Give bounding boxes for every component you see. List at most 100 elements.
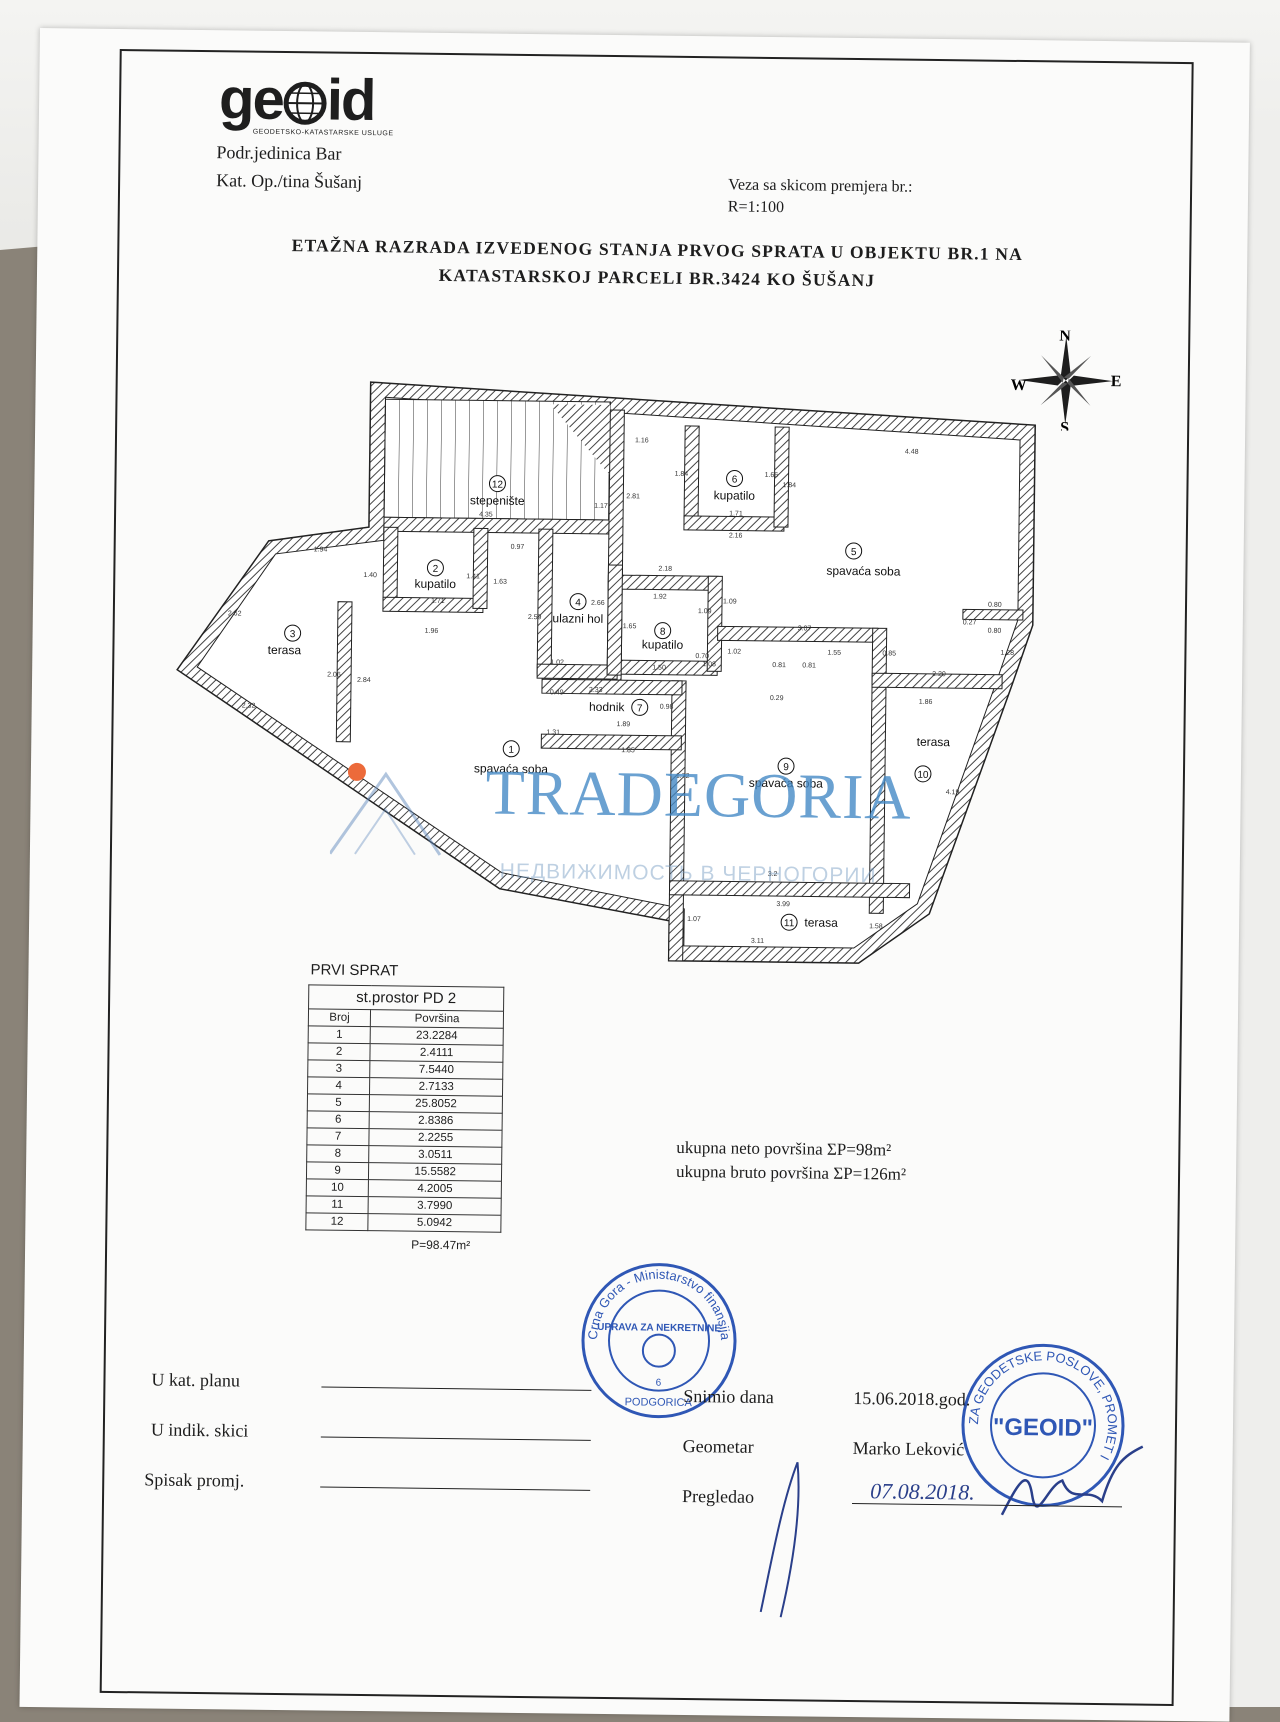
- room-7: 7 hodnik: [589, 699, 648, 716]
- bruto-area: ukupna bruto površina ΣP=126m²: [676, 1160, 906, 1187]
- row-number: 10: [306, 1179, 368, 1197]
- dim: 0.29: [770, 695, 784, 702]
- svg-text:10: 10: [917, 770, 929, 781]
- row-number: 12: [306, 1213, 368, 1231]
- dim: 1.55: [827, 650, 841, 657]
- row-number: 3: [308, 1060, 370, 1078]
- review-date: 07.08.2018.: [870, 1478, 975, 1505]
- row-number: 8: [307, 1145, 369, 1163]
- row-number: 5: [307, 1094, 369, 1112]
- neto-area: ukupna neto površina ΣP=98m²: [676, 1136, 906, 1163]
- svg-text:terasa: terasa: [268, 643, 302, 657]
- geoid-logo: ge id GEODETSKO-KATASTARSKE USLUGE: [219, 70, 395, 137]
- svg-text:UPRAVA ZA NEKRETNINE: UPRAVA ZA NEKRETNINE: [597, 1322, 721, 1335]
- svg-text:11: 11: [784, 918, 795, 929]
- globe-icon: [283, 81, 328, 126]
- dim: 1.07: [687, 916, 701, 923]
- row-number: 4: [307, 1077, 369, 1095]
- dim: 4.19: [946, 789, 960, 796]
- svg-text:7: 7: [637, 703, 643, 714]
- dim: 1.84: [675, 471, 689, 478]
- svg-text:1: 1: [508, 745, 514, 756]
- dim: 2.59: [528, 614, 542, 621]
- row-area: 2.4111: [370, 1044, 503, 1063]
- dim: 0.80: [988, 628, 1002, 635]
- dim: 1.31: [546, 729, 560, 736]
- label-pregledao: Pregledao: [682, 1486, 754, 1508]
- area-table-block: PRVI SPRAT st.prostor PD 2 Broj Površina…: [305, 961, 505, 1252]
- dim: 1.09: [723, 598, 737, 605]
- dim: 1.58: [869, 923, 883, 930]
- sketch-ref: Veza sa skicom premjera br.:: [728, 176, 913, 196]
- dim: 1.02: [727, 648, 741, 655]
- dim: 1.63: [493, 579, 507, 586]
- table-total: P=98.47m²: [411, 1238, 501, 1253]
- col-area: Površina: [371, 1010, 504, 1029]
- svg-text:terasa: terasa: [917, 735, 951, 749]
- scale: R=1:100: [728, 198, 784, 217]
- label-spisak: Spisak promj.: [144, 1469, 244, 1491]
- dim: 1.71: [431, 598, 445, 605]
- dim: 1.02: [550, 659, 564, 666]
- svg-text:3: 3: [290, 629, 296, 640]
- row-number: 6: [307, 1111, 369, 1129]
- dim: 0.81: [772, 662, 786, 669]
- tradegoria-logo-icon: [330, 754, 481, 866]
- row-area: 3.7990: [368, 1197, 501, 1216]
- svg-text:hodnik: hodnik: [589, 700, 626, 714]
- row-number: 7: [307, 1128, 369, 1146]
- area-totals: ukupna neto površina ΣP=98m² ukupna brut…: [676, 1136, 907, 1187]
- label-kat-plan: U kat. planu: [151, 1369, 240, 1391]
- row-area: 25.8052: [370, 1095, 503, 1114]
- dim: 0.80: [988, 602, 1002, 609]
- dim: 2.62: [228, 610, 242, 617]
- dim: 3.07: [798, 625, 812, 632]
- svg-text:4: 4: [575, 598, 581, 609]
- dim: 3.99: [776, 901, 790, 908]
- dim: 1.28: [1000, 650, 1014, 657]
- svg-text:6: 6: [656, 1378, 662, 1389]
- svg-text:kupatilo: kupatilo: [714, 488, 756, 503]
- survey-date: 15.06.2018.god.: [853, 1388, 970, 1410]
- dim: 4.48: [905, 449, 919, 456]
- dim: 1.50: [652, 665, 666, 672]
- dim: 1.96: [425, 628, 439, 635]
- svg-text:kupatilo: kupatilo: [414, 577, 456, 592]
- row-area: 3.0511: [369, 1146, 502, 1165]
- header-unit: Podr.jedinica Bar: [216, 142, 341, 165]
- svg-text:6: 6: [732, 474, 738, 485]
- dim: 0.70: [695, 653, 709, 660]
- dim: 1.92: [653, 594, 667, 601]
- dim: 2.33: [589, 687, 603, 694]
- dim: 1.65: [623, 623, 637, 630]
- dim: 1.66: [765, 472, 779, 479]
- col-no: Broj: [308, 1009, 370, 1027]
- dim: 1.86: [919, 699, 933, 706]
- dim: 2.32: [242, 703, 256, 710]
- dim: 0.97: [511, 544, 525, 551]
- svg-text:12: 12: [492, 480, 504, 491]
- dim: 0.81: [802, 662, 816, 669]
- row-number: 1: [308, 1026, 370, 1044]
- dim: 0.98: [660, 704, 674, 711]
- room-11: 11 terasa: [781, 914, 838, 931]
- compass-n: N: [1059, 330, 1071, 345]
- compass-e: E: [1111, 373, 1122, 390]
- dim: 0.27: [963, 619, 977, 626]
- row-area: 23.2284: [370, 1027, 503, 1046]
- row-area: 2.8386: [369, 1112, 502, 1131]
- dim: 2.84: [357, 677, 371, 684]
- table-caption: st.prostor PD 2: [309, 985, 504, 1011]
- dim: 1.40: [363, 572, 377, 579]
- row-area: 2.2255: [369, 1129, 502, 1148]
- watermark-subtitle: НЕДВИЖИМОСТЬ В ЧЕРНОГОРИИ: [500, 860, 877, 889]
- document-page: ge id GEODETSKO-KATASTARSKE USLUGE Podr.…: [19, 28, 1249, 1722]
- header-municipality: Kat. Op./tina Šušanj: [216, 170, 362, 193]
- document-title: ETAŽNA RAZRADA IZVEDENOG STANJA PRVOG SP…: [217, 230, 1098, 297]
- row-number: 9: [306, 1162, 368, 1180]
- dim: 1.16: [635, 437, 649, 444]
- dim: 1.89: [616, 721, 630, 728]
- svg-text:spavaća soba: spavaća soba: [826, 564, 901, 579]
